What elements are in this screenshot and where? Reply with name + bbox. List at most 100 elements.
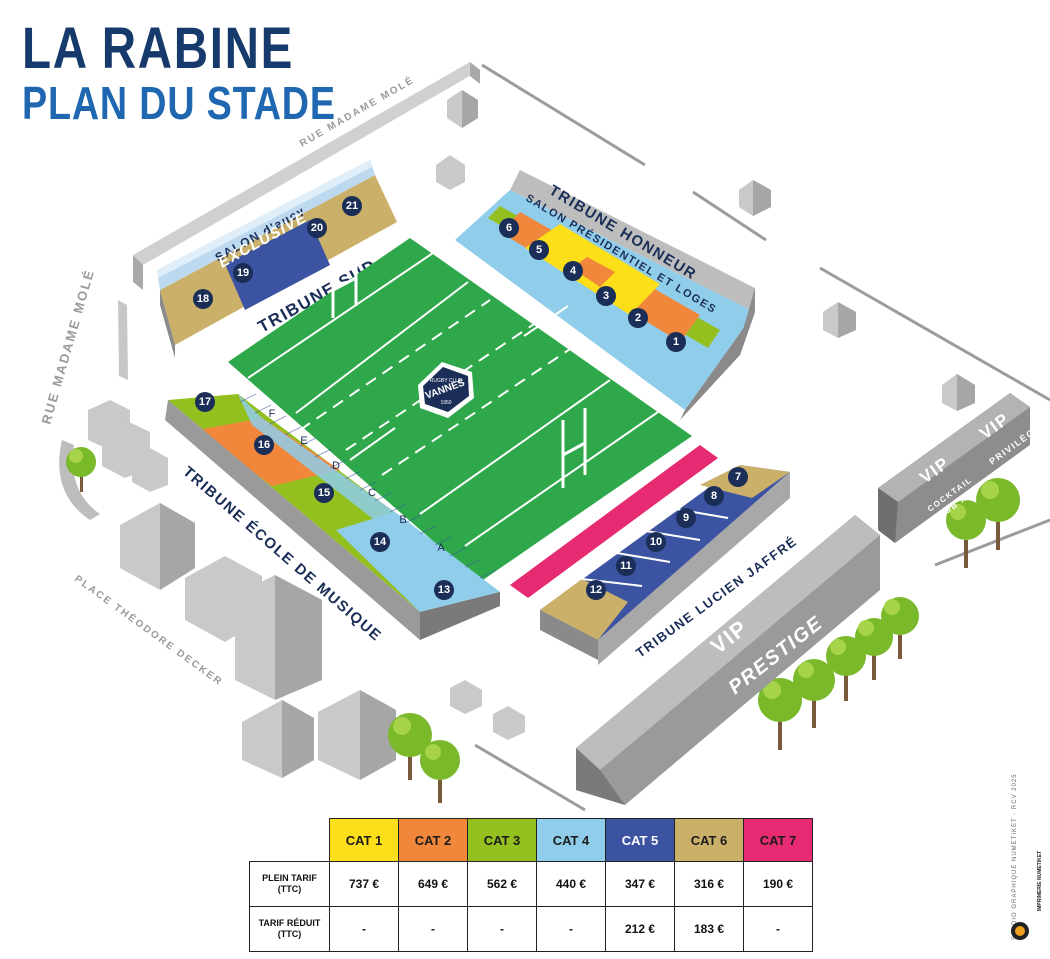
svg-text:8: 8 [711,490,717,502]
price-cell: 440 € [536,861,606,907]
block-marker-9[interactable]: 9 [676,508,696,528]
price-row-label: TARIF RÉDUIT(TTC) [249,906,330,952]
club-logo: RUGBY CLUB VANNES 1950 [418,362,474,418]
logo-top-text: RUGBY CLUB [430,378,463,384]
price-cell: - [743,906,813,952]
block-marker-2[interactable]: 2 [628,308,648,328]
row-label-line-1: TARIF RÉDUIT [258,918,321,929]
printer-logo-icon [1011,922,1029,940]
price-cell: - [398,906,468,952]
price-cell: - [467,906,537,952]
title-line-2: PLAN DU STADE [22,77,336,129]
price-cell: - [536,906,606,952]
block-marker-7[interactable]: 7 [728,467,748,487]
price-cell: 316 € [674,861,744,907]
price-row-plein-tarif: PLEIN TARIF(TTC) 737 € 649 € 562 € 440 €… [249,861,813,907]
row-label-line-1: PLEIN TARIF [262,873,317,884]
cat4-header: CAT 4 [536,818,606,862]
section-letter-a: A [437,542,445,554]
block-marker-4[interactable]: 4 [563,261,583,281]
block-marker-12[interactable]: 12 [586,580,606,600]
tribune-sud [157,160,397,358]
block-marker-17[interactable]: 17 [195,392,215,412]
block-marker-20[interactable]: 20 [307,218,327,238]
block-marker-16[interactable]: 16 [254,435,274,455]
block-marker-11[interactable]: 11 [616,556,636,576]
price-cell: 212 € [605,906,675,952]
houses-shade [160,90,975,780]
section-letter-e: E [300,435,307,447]
trees [66,447,1020,803]
svg-text:14: 14 [374,536,387,548]
rugby-pitch [228,238,692,582]
price-cell: 183 € [674,906,744,952]
tribune-honneur [455,170,755,420]
block-marker-18[interactable]: 18 [193,289,213,309]
svg-text:2: 2 [635,312,641,324]
price-cell: 649 € [398,861,468,907]
svg-text:7: 7 [735,471,741,483]
section-letter-f: F [269,408,276,420]
block-marker-15[interactable]: 15 [314,483,334,503]
svg-text:10: 10 [650,536,662,548]
street-label-rue-madame-mole-left: RUE MADAME MOLÉ [38,267,97,426]
svg-text:6: 6 [506,222,512,234]
row-label-line-2: (TTC) [277,929,302,939]
section-letter-b: B [399,514,406,526]
svg-text:4: 4 [570,265,577,277]
cat3-header: CAT 3 [467,818,537,862]
cat2-header: CAT 2 [398,818,468,862]
svg-text:16: 16 [258,439,270,451]
block-marker-19[interactable]: 19 [233,263,253,283]
svg-text:18: 18 [197,293,209,305]
boundary-walls [59,62,1050,812]
price-cell: 190 € [743,861,813,907]
vip-prestige-building [576,515,880,805]
block-marker-1[interactable]: 1 [666,332,686,352]
svg-text:1: 1 [673,336,679,348]
row-label-line-2: (TTC) [277,884,302,894]
block-marker-10[interactable]: 10 [646,532,666,552]
price-cell: 347 € [605,861,675,907]
cat7-header: CAT 7 [743,818,813,862]
studio-credit: STUDIO GRAPHIQUE NUMETIKET - RCV 2025 [1012,773,1018,940]
block-marker-3[interactable]: 3 [596,286,616,306]
section-letters: F E D C B A [269,408,446,554]
block-marker-21[interactable]: 21 [342,196,362,216]
title-line-1: LA RABINE [22,16,294,81]
block-marker-5[interactable]: 5 [529,240,549,260]
svg-text:17: 17 [199,396,211,408]
svg-text:5: 5 [536,244,542,256]
svg-text:11: 11 [620,560,632,572]
logo-year-text: 1950 [440,400,451,406]
price-cell: 562 € [467,861,537,907]
cat6-header: CAT 6 [674,818,744,862]
block-markers: 1 2 3 4 5 6 7 8 9 10 11 12 13 14 15 16 1… [193,196,748,600]
block-marker-8[interactable]: 8 [704,486,724,506]
price-row-label: PLEIN TARIF(TTC) [249,861,330,907]
price-table-corner [250,819,330,862]
price-table-header-row: CAT 1 CAT 2 CAT 3 CAT 4 CAT 5 CAT 6 CAT … [250,818,813,862]
price-row-tarif-reduit: TARIF RÉDUIT(TTC) - - - - 212 € 183 € - [249,906,813,952]
svg-text:13: 13 [438,584,450,596]
page-title: LA RABINE PLAN DU STADE [22,16,405,129]
svg-text:15: 15 [318,487,330,499]
block-marker-6[interactable]: 6 [499,218,519,238]
price-cell: 737 € [329,861,399,907]
svg-text:3: 3 [603,290,609,302]
cat5-header: CAT 5 [605,818,675,862]
price-cell: - [329,906,399,952]
cat7-walkway [510,445,718,598]
block-marker-13[interactable]: 13 [434,580,454,600]
svg-text:21: 21 [346,200,358,212]
printer-credit: IMPRIMERIE NUMETIKET [1037,850,1044,912]
svg-text:20: 20 [311,222,323,234]
vip-cocktail-building [878,393,1030,543]
cat1-header: CAT 1 [329,818,399,862]
price-table: CAT 1 CAT 2 CAT 3 CAT 4 CAT 5 CAT 6 CAT … [249,818,813,952]
block-marker-14[interactable]: 14 [370,532,390,552]
svg-text:19: 19 [237,267,249,279]
svg-text:12: 12 [590,584,602,596]
section-letter-d: D [332,460,340,472]
